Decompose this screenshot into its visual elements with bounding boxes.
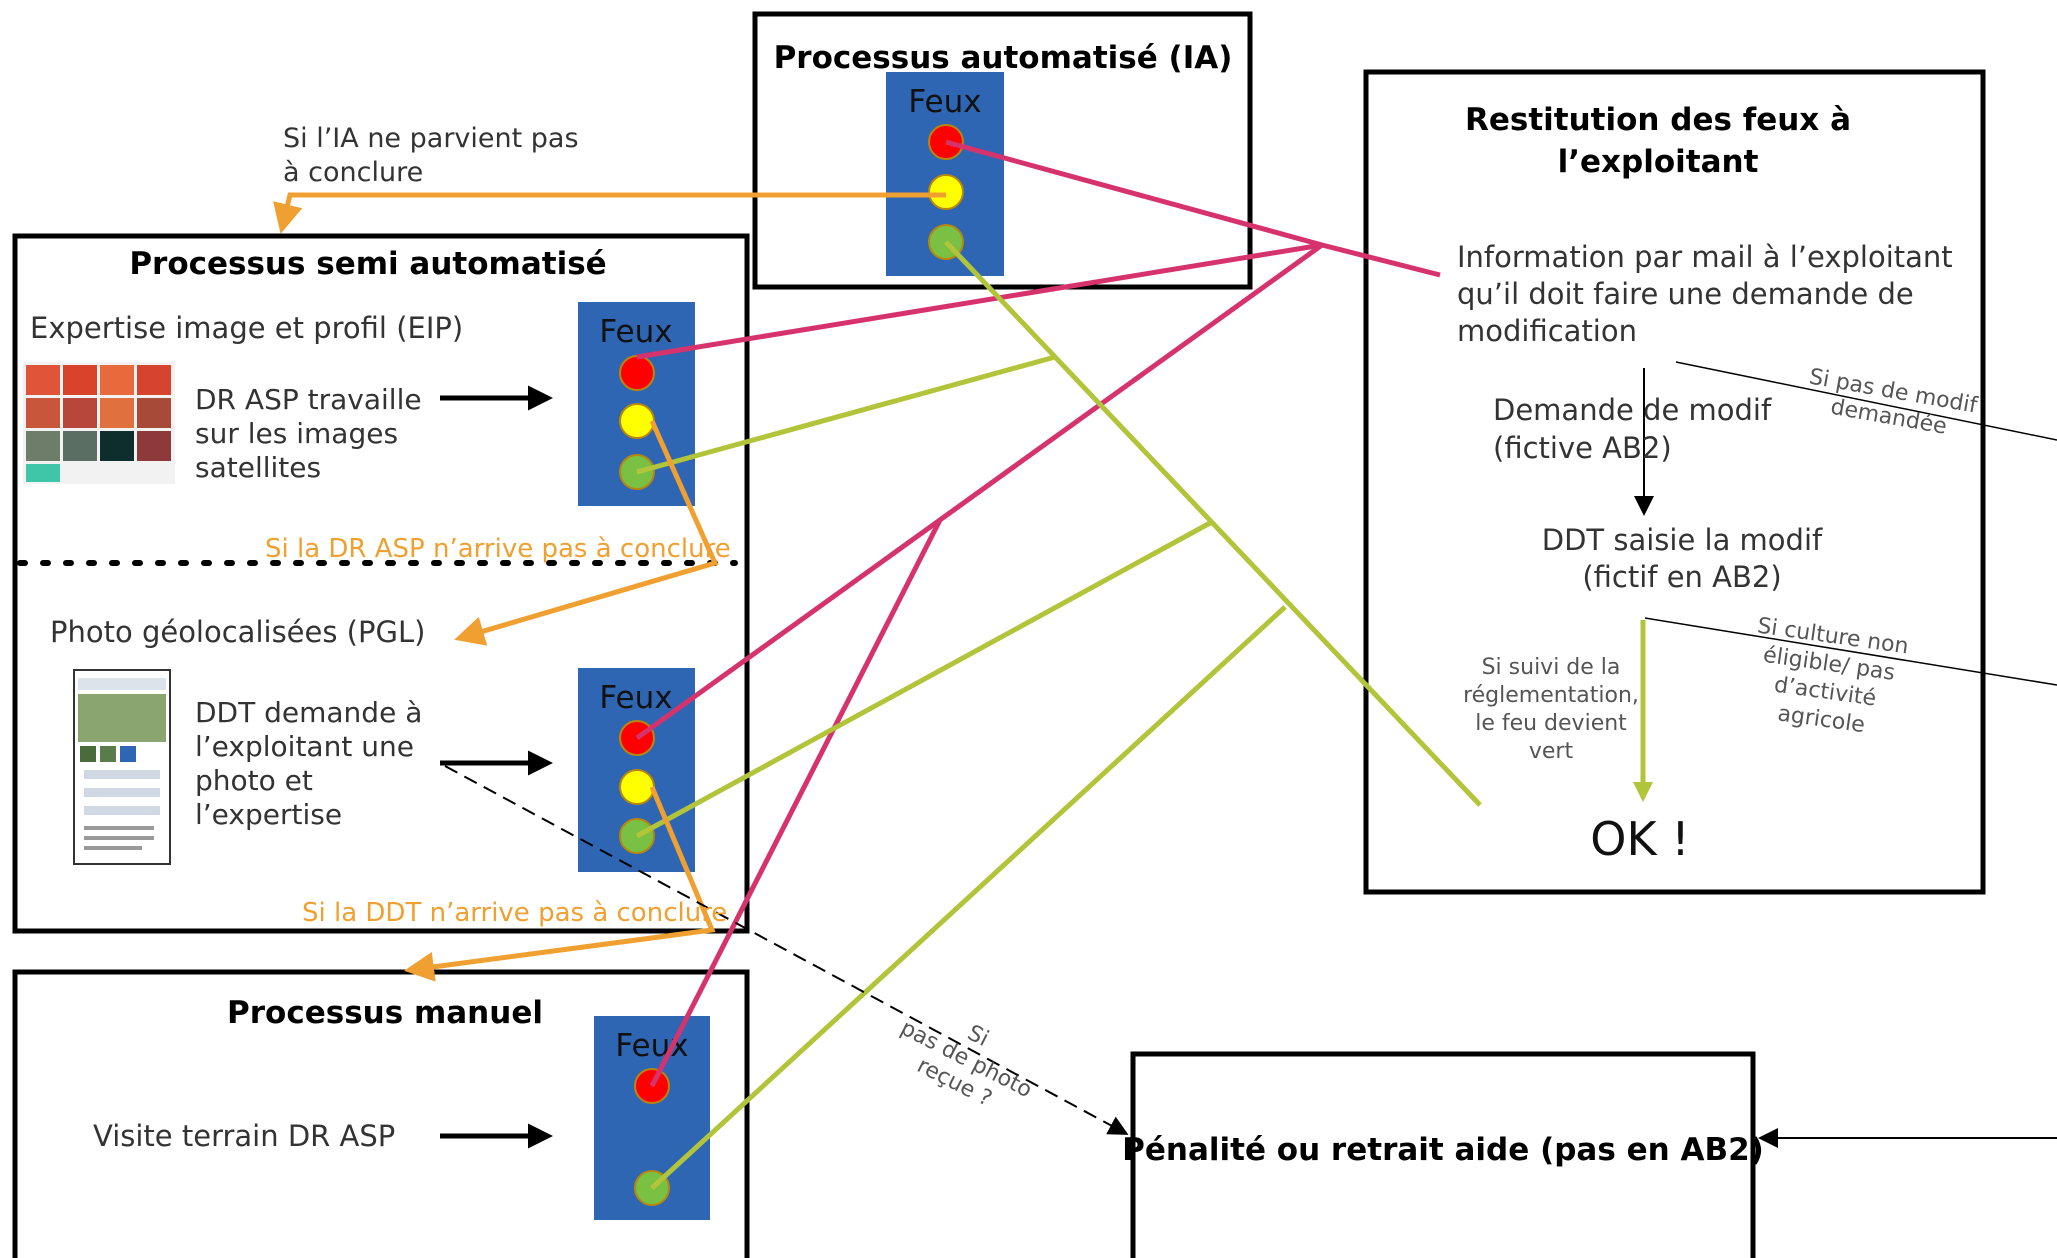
phone-app-screenshot (73, 669, 171, 865)
pgl-yellow-light (619, 769, 655, 805)
pgl-feux-label: Feux (599, 680, 672, 716)
eip-fail-note: Si la DR ASP n’arrive pas à conclure (265, 534, 731, 564)
no-photo-note: Si pas de photo reçue ? (896, 1016, 1036, 1112)
non-eligible-line (1644, 617, 2057, 686)
eip-yellow-light (619, 403, 655, 439)
suivi-line4: vert (1529, 739, 1574, 764)
pgl-text-line3: photo et (195, 764, 313, 797)
info-line2: qu’il doit faire une demande de (1457, 277, 1914, 311)
manual-text: Visite terrain DR ASP (93, 1119, 395, 1153)
eip-heading: Expertise image et profil (EIP) (30, 311, 463, 345)
eip-feux-label: Feux (599, 314, 672, 350)
demande-line1: Demande de modif (1493, 393, 1772, 427)
pgl-text-line4: l’expertise (195, 798, 342, 831)
ia-feux-panel: Feux (886, 72, 1004, 276)
suivi-line3: le feu devient (1475, 711, 1627, 736)
info-line1: Information par mail à l’exploitant (1457, 240, 1953, 274)
restitution-box (1363, 69, 1986, 895)
escalation-arrows (273, 192, 946, 982)
ia-fail-note-line1: Si l’IA ne parvient pas (283, 123, 579, 154)
pgl-feux-panel: Feux (578, 668, 695, 872)
restitution-title-line1: Restitution des feux à (1465, 102, 1851, 138)
ia-feux-label: Feux (908, 84, 981, 120)
pgl-text-line1: DDT demande à (195, 696, 422, 729)
manual-feux-panel: Feux (594, 1016, 710, 1220)
pgl-text-line2: l’exploitant une (195, 730, 414, 763)
restitution-title-line2: l’exploitant (1558, 144, 1759, 180)
ddt-line1: DDT saisie la modif (1542, 523, 1823, 557)
ia-fail-note-line2: à conclure (283, 157, 423, 188)
penalty-box (1130, 1051, 1756, 1258)
ia-yellow-light (928, 174, 964, 210)
suivi-line2: réglementation, (1463, 683, 1639, 708)
manual-box-title: Processus manuel (227, 995, 543, 1031)
ddt-line2: (fictif en AB2) (1582, 560, 1781, 594)
no-photo-dashed-arrow (444, 765, 1129, 1135)
ia-box-title: Processus automatisé (IA) (774, 40, 1233, 76)
eip-red-light (619, 355, 655, 391)
eip-text-line3: satellites (195, 451, 321, 484)
eip-feux-panel: Feux (578, 302, 695, 506)
eip-text-line1: DR ASP travaille (195, 383, 422, 416)
pgl-fail-note: Si la DDT n’arrive pas à conclure (302, 898, 727, 928)
demande-line2: (fictive AB2) (1493, 431, 1672, 465)
no-modif-line (1675, 361, 2057, 441)
ok-label: OK ! (1590, 812, 1689, 866)
penalty-text: Pénalité ou retrait aide (pas en AB2) (1122, 1132, 1764, 1168)
semi-box-title: Processus semi automatisé (129, 246, 606, 282)
red-light-connectors (635, 139, 1441, 1088)
suivi-line1: Si suivi de la (1482, 655, 1621, 680)
eip-text-line2: sur les images (195, 417, 398, 450)
info-line3: modification (1457, 314, 1637, 348)
satellite-images-thumbnail (23, 362, 175, 484)
green-light-connectors (635, 240, 1482, 1190)
pgl-heading: Photo géolocalisées (PGL) (50, 615, 425, 649)
